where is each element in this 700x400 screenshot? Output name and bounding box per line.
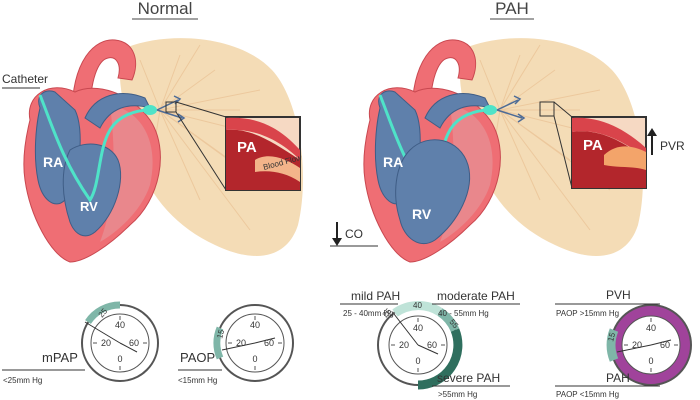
pah-pa-label: PA — [583, 137, 603, 154]
pah-tick-60: 60 — [427, 340, 437, 350]
pah-pa-zoom: PA — [539, 101, 647, 189]
moderate-pah-title: moderate PAH — [437, 289, 515, 303]
co-arrowhead — [332, 238, 342, 246]
paop-tick-0: 0 — [252, 354, 257, 364]
title-normal: Normal — [138, 0, 193, 18]
paop-threshold: 15 — [215, 328, 226, 339]
pvh-tick-60: 60 — [660, 340, 670, 350]
title-pah: PAH — [495, 0, 529, 18]
pah-heart-illustration — [362, 36, 645, 264]
pvh-pah-title: PAH — [606, 371, 630, 385]
pvr-label: PVR — [660, 139, 685, 153]
mpap-sub: <25mm Hg — [3, 376, 42, 385]
mpap-gauge: 40 20 60 0 25 — [81, 301, 159, 382]
paop-title: PAOP — [180, 350, 215, 365]
mpap-title: mPAP — [42, 350, 78, 365]
severe-pah-title: severe PAH — [437, 371, 500, 385]
catheter-label: Catheter — [2, 72, 48, 86]
mpap-tick-40: 40 — [115, 320, 125, 330]
pah-tick-20: 20 — [399, 340, 409, 350]
pah-tick-0: 0 — [415, 356, 420, 366]
normal-pa-zoom: PA Blood Flow — [165, 101, 303, 191]
normal-pa-label: PA — [237, 139, 257, 156]
moderate-pah-sub: 40 - 55mm Hg — [438, 309, 489, 318]
pah-tick-40: 40 — [413, 323, 423, 333]
paop-tick-40: 40 — [250, 320, 260, 330]
pvh-tick-40: 40 — [646, 323, 656, 333]
mpap-tick-0: 0 — [117, 354, 122, 364]
pvh-tick-0: 0 — [648, 356, 653, 366]
normal-rv-label: RV — [80, 199, 98, 214]
pah-rv-label: RV — [412, 206, 432, 222]
pvr-arrowhead — [647, 128, 657, 136]
paop-sub: <15mm Hg — [178, 376, 217, 385]
mild-pah-sub: 25 - 40mm Hg — [343, 309, 394, 318]
pvh-title: PVH — [606, 288, 631, 302]
pah-ra-label: RA — [383, 154, 403, 170]
co-label: CO — [345, 227, 363, 241]
severe-pah-sub: >55mm Hg — [438, 390, 477, 399]
normal-ra-label: RA — [43, 154, 63, 170]
pah-severity-gauge: 40 20 60 0 25 40 55 — [377, 301, 463, 390]
paop-tick-20: 20 — [236, 338, 246, 348]
mpap-tick-60: 60 — [129, 338, 139, 348]
mild-pah-title: mild PAH — [351, 289, 400, 303]
pvh-sub: PAOP >15mm Hg — [556, 309, 619, 318]
pvh-threshold: 15 — [606, 331, 617, 342]
pvh-tick-20: 20 — [632, 340, 642, 350]
pvh-gauge: 40 20 60 0 15 — [606, 304, 692, 386]
paop-gauge: 40 20 60 0 15 — [213, 304, 294, 382]
pah-threshold-40: 40 — [413, 301, 422, 310]
paop-tick-60: 60 — [264, 338, 274, 348]
pvh-pah-sub: PAOP <15mm Hg — [556, 390, 619, 399]
mpap-tick-20: 20 — [101, 338, 111, 348]
